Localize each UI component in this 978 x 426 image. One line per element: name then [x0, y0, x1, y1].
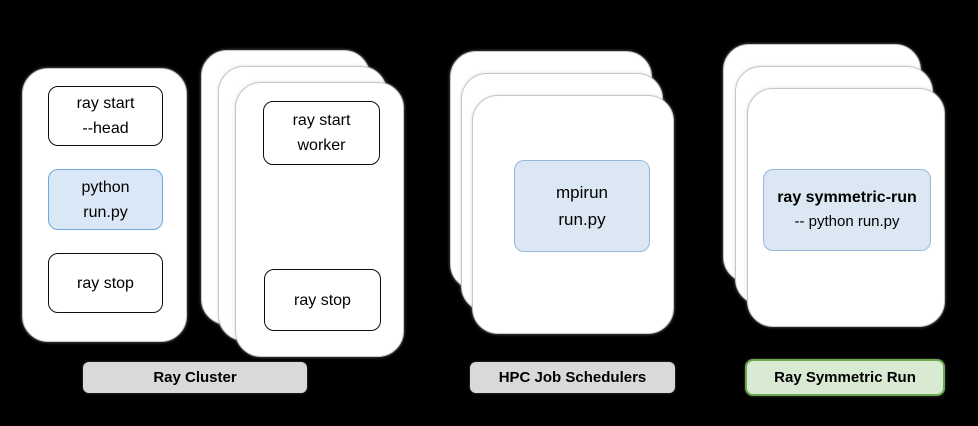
worker-node-card: ray start worker ray stop [235, 82, 404, 357]
hpc-card: mpirun run.py [472, 95, 674, 334]
symmetric-run-command-line2: -- python run.py [794, 213, 900, 230]
head-node-card: ray start --head python run.py ray stop [22, 68, 187, 342]
ray-symmetric-run-command: ray symmetric-run -- python run.py [763, 169, 931, 251]
ray-stop-command: ray stop [264, 269, 381, 331]
ray-symmetric-run-label: Ray Symmetric Run [745, 359, 945, 396]
symmetric-run-card: ray symmetric-run -- python run.py [747, 88, 945, 327]
ray-start-head-command: ray start --head [48, 86, 163, 146]
mpirun-command: mpirun run.py [514, 160, 650, 252]
ray-cluster-label: Ray Cluster [83, 362, 307, 393]
ray-stop-command: ray stop [48, 253, 163, 313]
ray-start-worker-command: ray start worker [263, 101, 380, 165]
hpc-job-schedulers-label: HPC Job Schedulers [470, 362, 675, 393]
symmetric-run-command-line1: ray symmetric-run [777, 189, 917, 206]
python-run-command: python run.py [48, 169, 163, 230]
